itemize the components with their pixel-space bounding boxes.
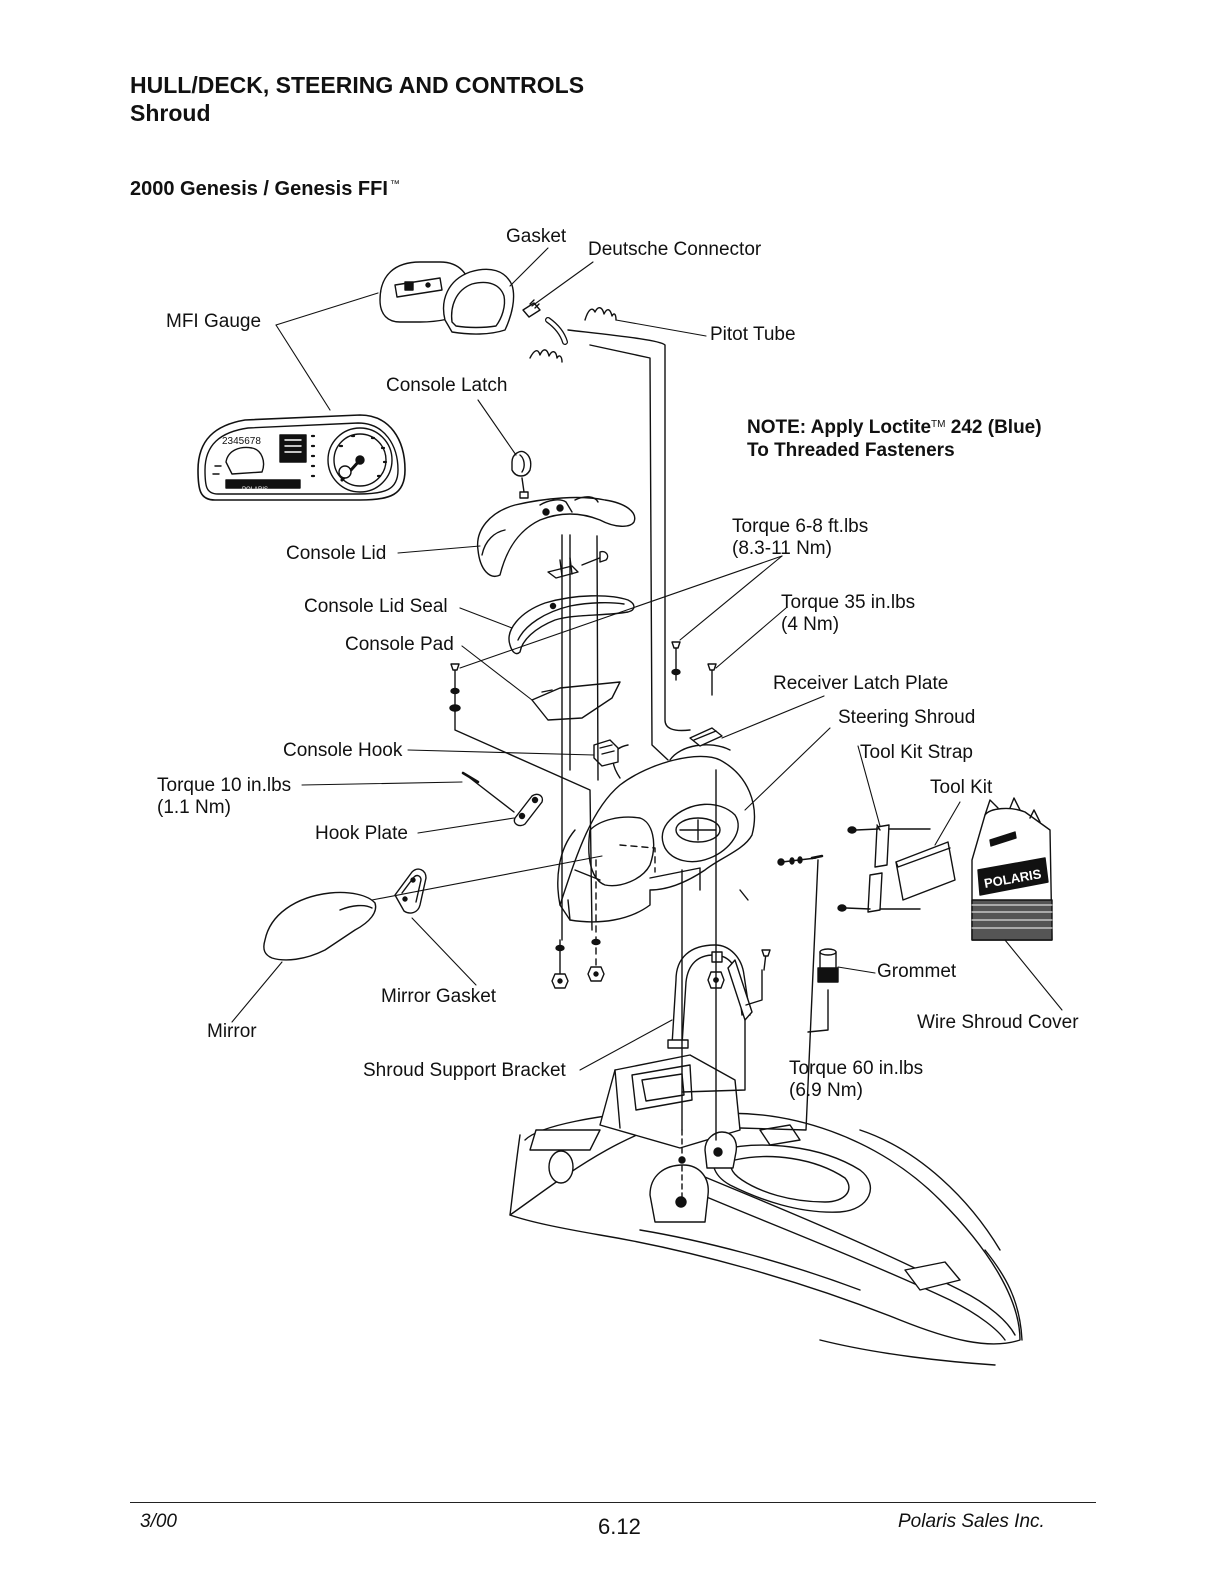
tool-kit	[895, 841, 956, 901]
model-name: 2000 Genesis / Genesis FFI	[130, 178, 388, 200]
label-pitot-tube: Pitot Tube	[710, 324, 796, 345]
mirror	[263, 891, 377, 961]
deck-hull	[509, 1109, 1023, 1366]
label-torque-10-line1: Torque 10 in.lbs	[157, 775, 292, 796]
receiver-latch-plate	[689, 727, 723, 747]
footer-rule	[130, 1502, 1096, 1503]
label-hook-plate: Hook Plate	[315, 823, 408, 844]
label-tool-kit-strap: Tool Kit Strap	[860, 742, 973, 763]
label-tool-kit: Tool Kit	[930, 777, 993, 798]
console-latch	[511, 450, 532, 499]
tool-kit-strap	[837, 824, 931, 913]
label-torque-60-line1: Torque 60 in.lbs	[789, 1058, 924, 1079]
label-mirror-gasket: Mirror Gasket	[381, 986, 497, 1007]
label-receiver-latch-plate: Receiver Latch Plate	[773, 673, 949, 694]
label-deutsche-connector: Deutsche Connector	[588, 239, 762, 260]
label-console-latch: Console Latch	[386, 375, 508, 396]
console-hook	[593, 739, 619, 767]
shroud-support-bracket	[667, 944, 753, 1049]
label-console-hook: Console Hook	[283, 740, 403, 761]
front-mounts	[649, 1131, 738, 1223]
leader-lines	[231, 247, 1063, 1071]
label-mirror: Mirror	[207, 1021, 257, 1042]
gauge-scale-text: 2345678	[222, 436, 261, 447]
note-line-2: To Threaded Fasteners	[747, 440, 955, 461]
deck-riser	[599, 1054, 741, 1149]
trademark-mark: ™	[389, 179, 400, 190]
steering-shroud	[557, 744, 756, 923]
mfi-gauge-face: 2345678 POLARIS	[197, 414, 406, 501]
footer-date: 3/00	[140, 1511, 177, 1532]
label-console-lid: Console Lid	[286, 543, 387, 564]
page-subtitle: Shroud	[130, 100, 211, 126]
note-tm: TM	[931, 419, 946, 430]
wire-shroud-cover: POLARIS	[971, 797, 1053, 941]
label-wire-shroud-cover: Wire Shroud Cover	[917, 1012, 1079, 1033]
console-pad	[531, 681, 621, 721]
note-loctite: NOTE: Apply LoctiteTM 242 (Blue) To Thre…	[747, 413, 1042, 462]
label-grommet: Grommet	[877, 961, 957, 982]
footer-page-number: 6.12	[598, 1514, 641, 1539]
label-shroud-support-bracket: Shroud Support Bracket	[363, 1060, 566, 1081]
mirror-gasket	[394, 868, 427, 914]
fastener-stacks	[449, 534, 824, 1201]
deutsche-connector-part	[522, 299, 541, 318]
label-console-pad: Console Pad	[345, 634, 454, 655]
label-torque-60-line2: (6.9 Nm)	[789, 1080, 863, 1101]
footer-company: Polaris Sales Inc.	[898, 1511, 1045, 1532]
note-prefix: NOTE: Apply Loctite	[747, 417, 932, 438]
hook-plate	[461, 771, 544, 827]
label-torque-6-8-line1: Torque 6-8 ft.lbs	[732, 516, 869, 537]
note-line-1: NOTE: Apply LoctiteTM 242 (Blue)	[747, 413, 1042, 439]
gauge-brand-text: POLARIS	[242, 487, 268, 493]
label-torque-10-line2: (1.1 Nm)	[157, 797, 231, 818]
console-lid	[476, 496, 636, 577]
label-torque-35-line2: (4 Nm)	[781, 614, 840, 635]
grommet	[807, 948, 839, 1033]
label-console-lid-seal: Console Lid Seal	[304, 596, 448, 617]
label-torque-6-8-line2: (8.3-11 Nm)	[732, 538, 832, 559]
note-suffix: 242 (Blue)	[945, 417, 1042, 438]
pitot-springs	[529, 307, 617, 363]
lid-hinge	[547, 550, 609, 579]
page-title: HULL/DECK, STEERING AND CONTROLS	[130, 72, 585, 98]
gauge-gasket	[442, 268, 515, 335]
pitot-tube-routing	[567, 329, 691, 761]
label-steering-shroud: Steering Shroud	[838, 707, 976, 728]
label-gasket: Gasket	[506, 226, 567, 247]
label-torque-35-line1: Torque 35 in.lbs	[781, 592, 916, 613]
label-mfi-gauge: MFI Gauge	[166, 311, 262, 332]
